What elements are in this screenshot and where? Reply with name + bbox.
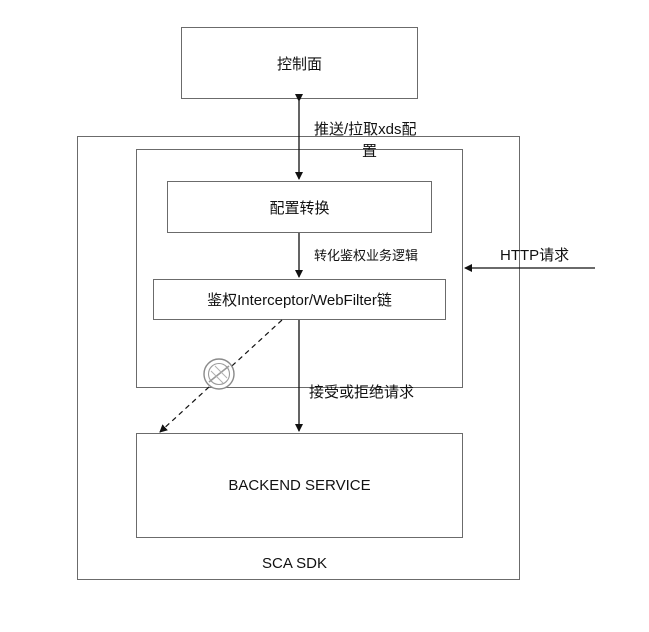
control-plane-node: 控制面 [181, 27, 418, 99]
sca-sdk-label: SCA SDK [262, 555, 328, 572]
transform-logic-label: 转化鉴权业务逻辑 [314, 248, 419, 263]
backend-service-label: BACKEND SERVICE [228, 477, 371, 494]
backend-service-node: BACKEND SERVICE [136, 433, 463, 538]
auth-interceptor-label: 鉴权Interceptor/WebFilter链 [207, 292, 392, 309]
config-transform-label: 配置转换 [269, 199, 330, 217]
config-transform-node: 配置转换 [167, 181, 432, 233]
push-pull-label-line2: 置 [362, 143, 378, 160]
control-plane-label: 控制面 [276, 55, 322, 73]
push-pull-label-line1: 推送/拉取xds配 [314, 121, 417, 138]
prohibited-icon [203, 358, 235, 390]
accept-reject-label: 接受或拒绝请求 [309, 384, 415, 401]
http-request-label: HTTP请求 [500, 247, 570, 264]
auth-interceptor-node: 鉴权Interceptor/WebFilter链 [153, 279, 446, 320]
